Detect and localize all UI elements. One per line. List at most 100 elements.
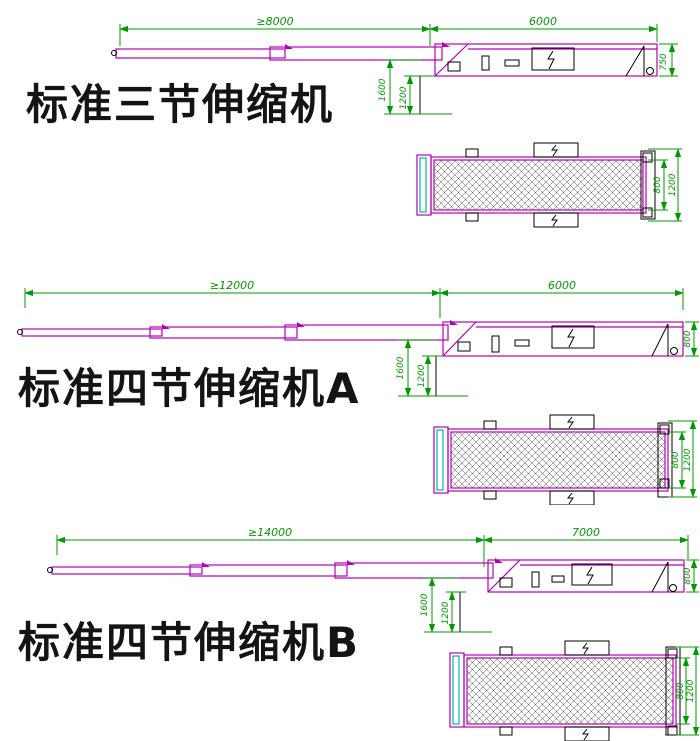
dim-lengths: ≥8000 6000 [119, 15, 658, 46]
wheel-icon [646, 67, 654, 75]
head-pulley [449, 652, 465, 728]
dim-label-belt-width: 800 [653, 176, 663, 193]
floor-step [435, 356, 468, 397]
plan-view: 800 1200 [433, 414, 697, 505]
belt-surface [466, 657, 674, 725]
dim-widths: 800 1200 [668, 420, 697, 498]
drive-box-top [533, 142, 579, 158]
dim-widths: 800 1200 [676, 646, 700, 736]
plan-details [499, 640, 681, 741]
dim-label-extended-length: ≥8000 [256, 15, 293, 28]
dim-label-height-lower: 1200 [399, 86, 409, 109]
tail-frame [640, 150, 656, 220]
section-title-four-joint-b: 标准四节伸缩机B [18, 618, 361, 667]
pulley-accent [436, 429, 444, 491]
electric-box [571, 563, 613, 586]
machine-details [111, 45, 654, 115]
dim-label-height-right: 750 [659, 53, 669, 70]
dim-label-overall-width: 1200 [686, 679, 696, 702]
boom-sections [21, 321, 684, 357]
floor-step [459, 592, 492, 633]
support-leg [651, 323, 669, 357]
dim-label-height-right: 800 [683, 330, 693, 347]
pulley-accent [419, 157, 427, 213]
wheel-icon [669, 584, 677, 592]
tip-roller-icon [47, 567, 53, 573]
dim-height-right: 750 [659, 43, 678, 77]
dim-label-height-right: 800 [683, 567, 693, 584]
lightning-icon [566, 416, 574, 429]
plan-details [465, 142, 656, 228]
support-leg [625, 45, 645, 77]
boom-sections [51, 559, 685, 593]
dim-label-extended-length: ≥14000 [248, 526, 292, 539]
tip-roller-icon [17, 329, 23, 335]
lightning-icon [550, 214, 558, 227]
drive-box-bottom [564, 726, 610, 741]
plan-view: 800 1200 [449, 640, 700, 741]
dim-label-height-lower: 1200 [441, 601, 451, 624]
three-joint-drawing: ≥8000 6000 [111, 15, 682, 228]
pulley-accent [452, 655, 460, 725]
lightning-icon [581, 728, 589, 741]
dim-lengths: ≥14000 7000 [56, 526, 689, 567]
dim-height-right: 800 [683, 321, 699, 357]
dim-widths: 800 1200 [648, 148, 682, 222]
electric-box [531, 47, 575, 71]
head-pulley [433, 426, 449, 494]
lightning-icon [547, 50, 555, 70]
floor-step [419, 76, 452, 115]
dim-step-heights: 1600 1200 [396, 339, 468, 397]
dim-height-right: 800 [683, 559, 699, 593]
tip-roller-icon [111, 50, 117, 56]
side-view [111, 42, 658, 115]
dim-label-belt-width: 800 [676, 682, 686, 699]
drive-box-top [549, 414, 595, 430]
plan-body [416, 154, 647, 216]
dim-label-height-total: 1600 [378, 78, 388, 101]
drive-box-bottom [549, 490, 595, 505]
drive-box-bottom [533, 212, 579, 228]
section-title-four-joint-a: 标准四节伸缩机A [18, 364, 361, 413]
plan-details [483, 414, 673, 505]
panel-three-joint: ≥8000 6000 [0, 0, 700, 260]
plan-body [433, 426, 669, 494]
dim-label-height-total: 1600 [420, 593, 430, 616]
dim-step-heights: 1600 1200 [378, 59, 452, 115]
lightning-icon [550, 144, 558, 157]
dim-lengths: ≥12000 6000 [24, 279, 684, 318]
dim-step-heights: 1600 1200 [420, 577, 492, 633]
panel-four-joint-a: ≥12000 6000 [0, 260, 700, 505]
lightning-icon [581, 642, 589, 655]
dim-label-overall-width: 1200 [668, 173, 678, 196]
four-joint-a-drawing: ≥12000 6000 [17, 279, 699, 505]
section-title-three-joint: 标准三节伸缩机 [26, 80, 335, 129]
dim-label-belt-width: 800 [671, 451, 681, 468]
panel-four-joint-b: ≥14000 7000 [0, 505, 700, 741]
tail-frame [657, 422, 673, 498]
four-joint-b-drawing: ≥14000 7000 [47, 526, 700, 741]
dim-label-height-lower: 1200 [417, 364, 427, 387]
plan-view: 800 1200 [416, 142, 682, 228]
joint-markers [202, 558, 503, 567]
belt-surface [433, 159, 644, 211]
support-leg [651, 561, 669, 593]
joint-markers [162, 320, 458, 329]
dim-label-extended-length: ≥12000 [210, 279, 254, 292]
dim-label-base-length: 7000 [572, 526, 600, 539]
drive-box-top [564, 640, 610, 656]
joint-markers [285, 42, 450, 49]
dim-label-base-length: 6000 [529, 15, 557, 28]
lightning-icon [566, 492, 574, 505]
head-pulley [416, 154, 432, 216]
lightning-icon [586, 566, 594, 585]
dim-label-base-length: 6000 [548, 279, 576, 292]
belt-surface [450, 431, 666, 489]
electric-box [551, 325, 595, 349]
side-view [47, 558, 685, 633]
plan-body [449, 652, 677, 728]
dim-label-overall-width: 1200 [683, 448, 693, 471]
lightning-icon [567, 328, 575, 348]
dim-label-height-total: 1600 [396, 356, 406, 379]
